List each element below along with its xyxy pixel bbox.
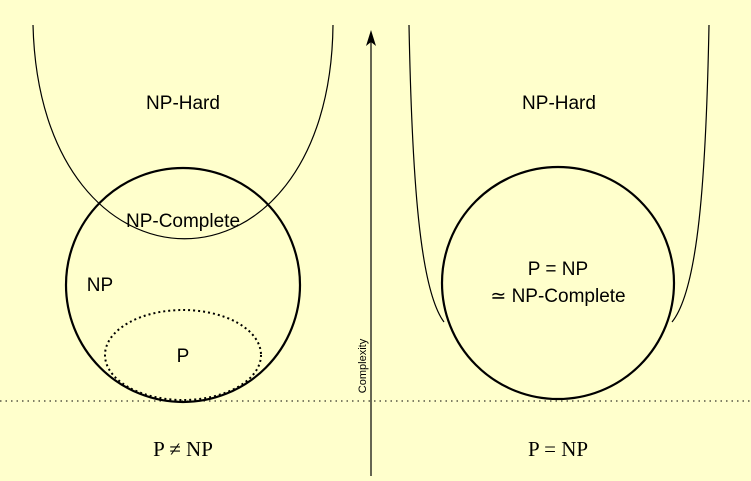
- arrow-up-icon: [366, 30, 376, 46]
- left-caption: P ≠ NP: [153, 437, 213, 461]
- left-np-hard-curve: [32, 24, 334, 240]
- complexity-axis-label: Complexity: [357, 338, 369, 393]
- right-center-line1: P = NP: [528, 259, 588, 280]
- right-np-hard-label: NP-Hard: [522, 93, 596, 114]
- left-p-label: P: [177, 346, 190, 367]
- left-np-label: NP: [87, 275, 113, 296]
- right-p-np-circle: [440, 165, 676, 401]
- right-caption: P = NP: [528, 437, 588, 461]
- right-np-hard-curve-left: [408, 24, 445, 323]
- right-center-line2: ≃ NP-Complete: [490, 286, 625, 307]
- left-p-ellipse: [104, 309, 262, 401]
- left-np-hard-label: NP-Hard: [146, 93, 220, 114]
- right-np-hard-curve-right: [671, 24, 710, 323]
- left-np-circle: [64, 166, 302, 404]
- left-np-complete-label: NP-Complete: [126, 211, 240, 232]
